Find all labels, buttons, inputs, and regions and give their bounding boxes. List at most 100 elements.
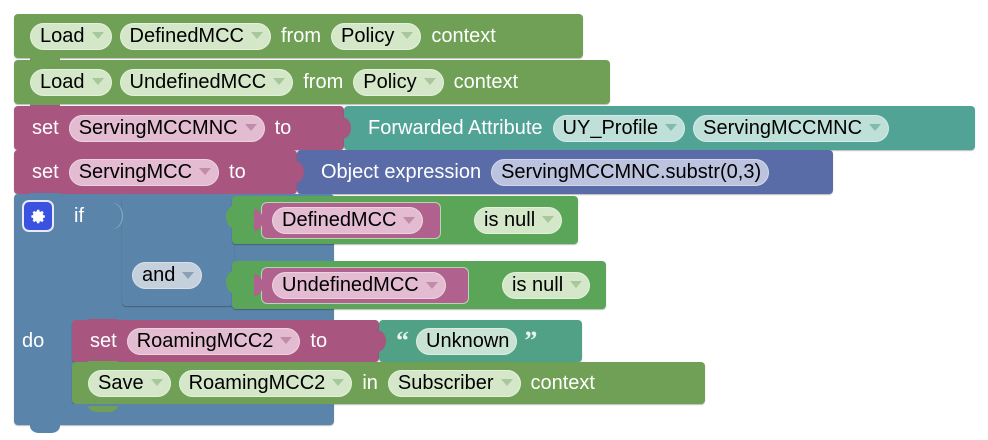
load-verb-label: Load — [40, 24, 85, 47]
logic-operator-label: and — [142, 264, 176, 286]
block-notch-top — [30, 193, 60, 202]
is-null-label: is null — [484, 208, 536, 231]
load-suffix-label: context — [453, 71, 519, 93]
profile-label: UY_Profile — [562, 116, 659, 139]
field-string-text[interactable]: Unknown — [416, 327, 518, 355]
condition-variable-label: UndefinedMCC — [282, 274, 419, 296]
block-logic-and[interactable] — [114, 196, 234, 306]
dropdown-set-variable[interactable]: RoamingMCC2 — [126, 327, 301, 355]
load-scope-label: Policy — [340, 24, 395, 47]
chevron-down-icon — [199, 168, 212, 175]
dropdown-logic-operator[interactable]: and — [132, 262, 203, 289]
set-verb-label: set — [90, 330, 117, 352]
gear-icon[interactable] — [22, 200, 54, 232]
dropdown-load-scope[interactable]: Policy — [330, 22, 422, 50]
load-scope-label: Policy — [363, 70, 417, 93]
chevron-down-icon — [280, 337, 293, 344]
load-verb-label: Load — [40, 70, 85, 93]
attribute-label: ServingMCCMNC — [703, 116, 863, 139]
load-variable-label: UndefinedMCC — [129, 70, 267, 93]
chevron-down-icon — [570, 281, 583, 288]
block-set-roamingmcc2[interactable]: set RoamingMCC2 to — [72, 319, 379, 370]
save-variable-label: RoamingMCC2 — [188, 371, 326, 394]
save-preposition-label: in — [362, 372, 378, 394]
block-notch-top — [30, 149, 60, 158]
block-notch-bottom — [88, 403, 118, 412]
set-verb-label: set — [32, 161, 59, 183]
dropdown-save-variable[interactable]: RoamingMCC2 — [178, 369, 353, 397]
save-scope-label: Subscriber — [397, 371, 494, 394]
block-object-expression[interactable]: Object expression ServingMCCMNC.substr(0… — [295, 150, 833, 194]
chevron-down-icon — [665, 124, 678, 131]
forwarded-attribute-label: Forwarded Attribute — [368, 117, 543, 139]
chevron-down-icon — [244, 124, 257, 131]
block-notch-top — [88, 319, 118, 328]
load-variable-label: DefinedMCC — [129, 24, 244, 47]
chevron-down-icon — [150, 379, 163, 386]
block-save-roamingmcc2[interactable]: Save RoamingMCC2 in Subscriber context — [72, 361, 705, 412]
chevron-down-icon — [423, 78, 436, 85]
block-load-defined-mcc[interactable]: Load DefinedMCC from Policy context — [14, 14, 583, 66]
value-input-plug — [342, 117, 351, 139]
is-null-label: is null — [512, 273, 564, 296]
block-set-servingmccmnc[interactable]: set ServingMCCMNC to — [14, 105, 344, 158]
chevron-down-icon — [273, 78, 286, 85]
chevron-down-icon — [500, 379, 513, 386]
block-string-unknown[interactable]: “ Unknown ” — [377, 320, 582, 362]
save-verb-label: Save — [98, 371, 144, 394]
block-notch-top — [30, 105, 60, 114]
set-verb-label: set — [32, 117, 59, 139]
block-set-servingmcc[interactable]: set ServingMCC to — [14, 149, 297, 202]
value-input-plug — [295, 161, 304, 183]
field-expression-text[interactable]: ServingMCCMNC.substr(0,3) — [491, 158, 770, 186]
dropdown-save-scope[interactable]: Subscriber — [387, 369, 521, 397]
set-connector-label: to — [310, 330, 328, 352]
set-variable-label: RoamingMCC2 — [136, 329, 274, 352]
logic-socket-a — [226, 205, 236, 229]
block-notch-top — [88, 361, 118, 370]
block-forwarded-attribute[interactable]: Forwarded Attribute UY_Profile ServingMC… — [342, 106, 975, 150]
quote-close-icon: ” — [524, 326, 538, 355]
chevron-down-icon — [250, 32, 263, 39]
set-connector-label: to — [229, 161, 246, 183]
dropdown-load-variable[interactable]: UndefinedMCC — [119, 68, 294, 96]
boolean-input-socket — [113, 203, 123, 229]
quote-open-icon: “ — [396, 326, 409, 355]
block-variable-definedmcc[interactable]: DefinedMCC — [254, 203, 440, 238]
dropdown-load-scope[interactable]: Policy — [353, 68, 444, 96]
block-notch-bottom — [30, 424, 60, 433]
chevron-down-icon — [869, 124, 882, 131]
dropdown-set-variable[interactable]: ServingMCCMNC — [68, 114, 265, 142]
save-suffix-label: context — [530, 372, 595, 394]
chevron-down-icon — [332, 379, 345, 386]
dropdown-load-variable[interactable]: DefinedMCC — [119, 22, 271, 50]
set-variable-label: ServingMCC — [78, 160, 193, 183]
dropdown-save-verb[interactable]: Save — [88, 369, 171, 397]
chevron-down-icon — [91, 32, 104, 39]
condition-variable-label: DefinedMCC — [282, 209, 397, 231]
is-null-test-1[interactable]: is null — [474, 206, 563, 234]
dropdown-condition-variable-1[interactable]: DefinedMCC — [272, 207, 424, 234]
if-label: if — [74, 204, 84, 227]
load-preposition-label: from — [303, 71, 344, 93]
block-variable-undefinedmcc[interactable]: UndefinedMCC — [254, 268, 468, 303]
chevron-down-icon — [542, 216, 555, 223]
do-label: do — [22, 330, 45, 352]
block-load-undefined-mcc[interactable]: Load UndefinedMCC from Policy context — [14, 59, 610, 112]
value-output-plug — [254, 209, 263, 231]
set-connector-label: to — [274, 117, 292, 139]
expression-text: ServingMCCMNC.substr(0,3) — [501, 160, 762, 183]
dropdown-set-variable[interactable]: ServingMCC — [68, 158, 220, 186]
is-null-test-2[interactable]: is null — [502, 271, 591, 299]
dropdown-attribute[interactable]: ServingMCCMNC — [693, 114, 890, 142]
dropdown-load-verb[interactable]: Load — [30, 22, 112, 50]
object-expression-label: Object expression — [321, 161, 482, 183]
string-text: Unknown — [426, 329, 510, 352]
set-variable-label: ServingMCCMNC — [78, 116, 238, 139]
if-body-bottom-edge — [62, 404, 334, 406]
load-suffix-label: context — [431, 25, 496, 47]
value-output-plug — [254, 274, 263, 296]
dropdown-condition-variable-2[interactable]: UndefinedMCC — [272, 272, 446, 299]
dropdown-load-verb[interactable]: Load — [30, 68, 112, 96]
dropdown-profile[interactable]: UY_Profile — [552, 114, 686, 142]
